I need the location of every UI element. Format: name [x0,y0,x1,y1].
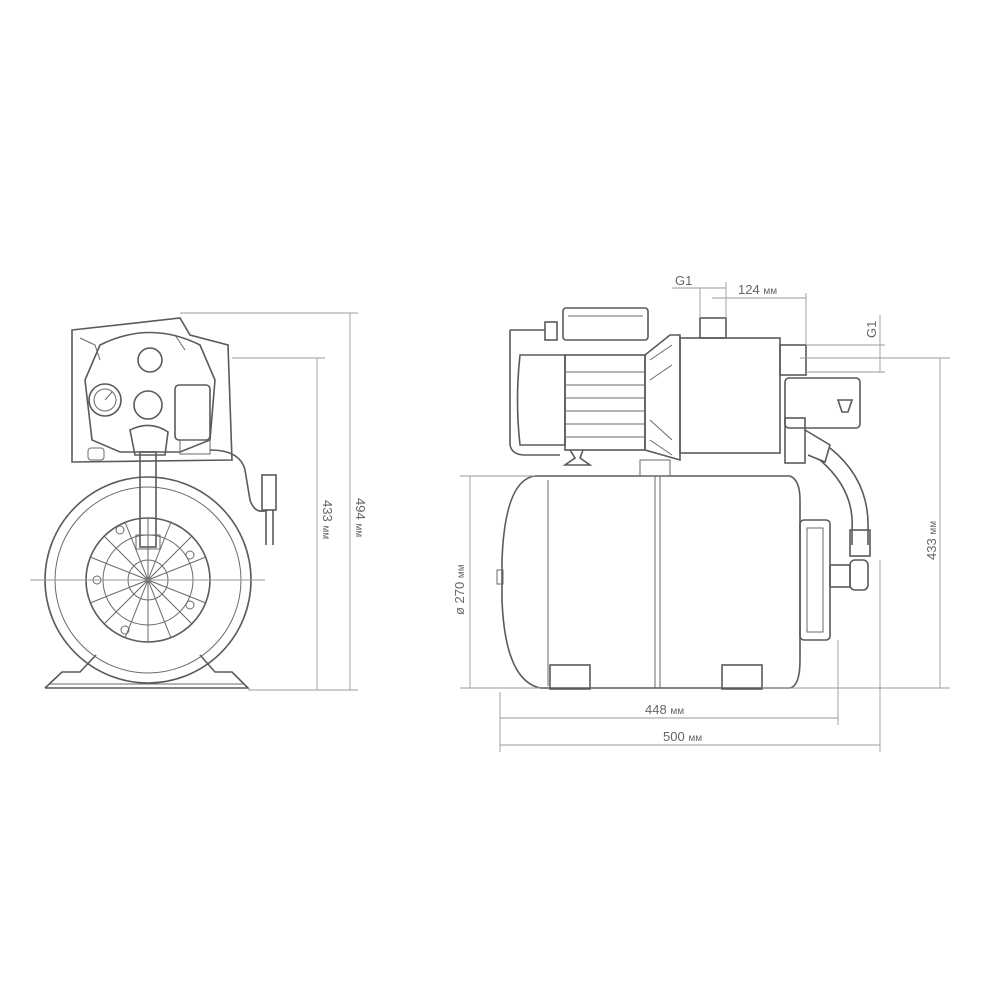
front-view [30,312,358,691]
inlet-thread-label: G1 [675,273,692,288]
tank-foot [549,664,591,690]
tank-diameter-label: ø 270 мм [452,564,467,615]
front-dim-494-label: 494 мм [353,498,368,537]
tank-flange [799,519,831,641]
pressure-switch [174,384,211,441]
side-dimensions [460,282,950,752]
pressure-switch-side [784,377,871,557]
total-length-label: 500 мм [663,729,702,744]
front-power-cord [209,449,277,545]
side-view [460,282,950,752]
tank-foot [721,664,763,690]
tank-length-label: 448 мм [645,702,684,717]
inlet-port [699,317,727,339]
front-dim-433-label: 433 мм [320,500,335,539]
front-suction-pipe [135,451,161,550]
plug-icon [261,474,277,511]
front-pump-head [71,317,233,463]
side-dim-433-label: 433 мм [924,521,939,560]
hose-fitting [829,564,851,588]
outlet-offset-label: 124 мм [738,282,777,297]
outlet-thread-label: G1 [864,321,879,338]
pressure-gauge-icon [88,383,122,417]
terminal-box [562,307,649,341]
front-dimensions [180,312,358,691]
outlet-port [779,344,807,376]
pump-motor [509,307,681,466]
front-tank-end [30,476,265,684]
pump-body [639,317,807,477]
pressure-tank [496,475,869,690]
